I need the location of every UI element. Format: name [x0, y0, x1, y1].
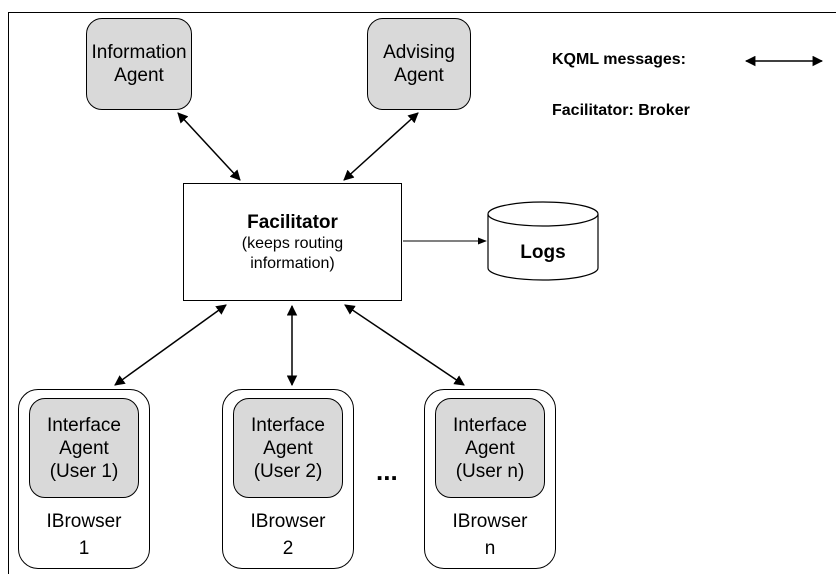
interface-agent-n-line1: Interface: [453, 414, 527, 436]
ibrowser-2: Interface Agent (User 2) IBrowser 2: [222, 389, 354, 569]
facilitator-box: Facilitator (keeps routing information): [183, 183, 402, 301]
logs-label: Logs: [520, 242, 566, 263]
ibrowser-n-name-line2: n: [484, 538, 496, 559]
facilitator-title: Facilitator: [247, 211, 338, 233]
interface-agent-2: Interface Agent (User 2): [233, 398, 343, 498]
ibrowser-n: Interface Agent (User n) IBrowser n: [424, 389, 556, 569]
ellipsis: ...: [376, 456, 398, 486]
logs-cylinder-icon: [487, 201, 599, 281]
arrow-info-facilitator: [177, 112, 241, 181]
ibrowser-n-name-line1: IBrowser: [452, 511, 528, 532]
ibrowser-n-name: IBrowser n: [425, 508, 555, 562]
arrow-advising-facilitator: [343, 112, 419, 181]
ibrowser-1-name-line1: IBrowser: [46, 511, 122, 532]
interface-agent-n-line2: Agent: [465, 437, 515, 459]
advising-agent-line1: Advising: [383, 42, 455, 63]
interface-agent-2-line3: (User 2): [253, 460, 323, 482]
interface-agent-2-line1: Interface: [251, 414, 325, 436]
facilitator-sub1: (keeps routing: [241, 234, 344, 252]
information-agent-line2: Agent: [114, 65, 164, 86]
arrow-facilitator-browsern: [344, 304, 465, 386]
ibrowser-2-name: IBrowser 2: [223, 508, 353, 562]
interface-agent-1-line1: Interface: [47, 414, 121, 436]
interface-agent-n-line3: (User n): [455, 460, 525, 482]
legend-facilitator: Facilitator: Broker: [552, 102, 690, 119]
ibrowser-1: Interface Agent (User 1) IBrowser 1: [18, 389, 150, 569]
ibrowser-1-name-line2: 1: [78, 538, 90, 559]
interface-agent-1-line2: Agent: [59, 437, 109, 459]
interface-agent-1: Interface Agent (User 1): [29, 398, 139, 498]
diagram-frame: [8, 12, 836, 574]
facilitator-sub2: information): [250, 254, 335, 272]
legend-kqml: KQML messages:: [552, 51, 686, 68]
arrow-facilitator-browser1: [114, 304, 227, 386]
interface-agent-n: Interface Agent (User n): [435, 398, 545, 498]
interface-agent-2-line2: Agent: [263, 437, 313, 459]
ibrowser-1-name: IBrowser 1: [19, 508, 149, 562]
ibrowser-2-name-line1: IBrowser: [250, 511, 326, 532]
ibrowser-2-name-line2: 2: [282, 538, 294, 559]
interface-agent-1-line3: (User 1): [49, 460, 119, 482]
advising-agent: Advising Agent: [367, 18, 471, 110]
information-agent-line1: Information: [91, 42, 187, 63]
information-agent: Information Agent: [86, 18, 192, 110]
advising-agent-line2: Agent: [394, 65, 444, 86]
